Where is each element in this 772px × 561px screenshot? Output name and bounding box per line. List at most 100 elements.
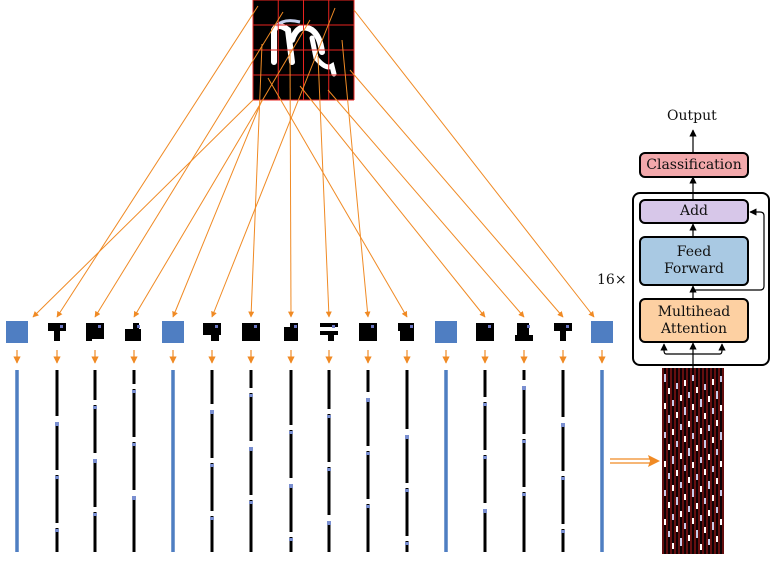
matrix-cell	[676, 526, 678, 532]
matrix-cell	[704, 527, 706, 533]
vector-highlight	[249, 501, 253, 504]
matrix-cell	[680, 424, 682, 430]
vector-highlight	[561, 530, 565, 533]
matrix-cell	[720, 434, 722, 440]
vector-gap	[366, 446, 370, 451]
vector-highlight	[483, 456, 487, 459]
vector-highlight	[327, 468, 331, 471]
vector-highlight	[132, 443, 136, 446]
matrix-cell	[696, 445, 698, 451]
matrix-cell	[692, 433, 694, 439]
fan-arrow	[287, 49, 294, 318]
matrix-cell	[700, 544, 702, 550]
matrix-cell	[720, 490, 722, 496]
vector-gap	[55, 416, 59, 421]
vector-highlight	[522, 440, 526, 443]
embedding-vectors	[15, 370, 604, 552]
vector-gap	[522, 380, 526, 385]
patch-pixel-highlight	[332, 325, 335, 328]
vector-gap	[132, 490, 136, 495]
matrix-cell	[668, 388, 670, 394]
fan-arrow	[299, 85, 486, 318]
matrix-cell	[716, 507, 718, 513]
patch-pixels	[328, 333, 334, 341]
fan-arrow	[248, 43, 263, 318]
vector-gap	[522, 487, 526, 492]
vector-gap	[405, 536, 409, 541]
matrix-cell	[692, 462, 694, 468]
matrix-cell	[712, 524, 714, 530]
vector-gap	[289, 478, 293, 483]
patch-to-token-arrows	[32, 5, 595, 318]
vector-gap	[327, 462, 331, 467]
fan-arrow	[341, 39, 371, 318]
vector-gap	[289, 532, 293, 537]
patch-pixels	[86, 323, 92, 341]
vector-highlight	[55, 422, 59, 425]
matrix-cell	[696, 387, 698, 393]
matrix-cell	[704, 442, 706, 448]
vector-highlight	[210, 464, 214, 467]
matrix-cell	[708, 425, 710, 431]
patch-pixel-highlight	[60, 325, 63, 328]
matrix-cell	[676, 441, 678, 447]
matrix-cell	[708, 539, 710, 545]
vector-highlight	[289, 431, 293, 434]
matrix-cell	[680, 540, 682, 546]
matrix-cell	[688, 450, 690, 456]
matrix-cell	[672, 429, 674, 435]
special-token	[435, 321, 457, 343]
matrix-cell	[680, 453, 682, 459]
output-label: Output	[667, 108, 717, 124]
matrix-cell	[684, 494, 686, 500]
matrix-cell	[700, 428, 702, 434]
matrix-cell	[684, 465, 686, 471]
vector-highlight	[289, 538, 293, 541]
patch-pixel-highlight	[254, 325, 257, 328]
patch-pixels	[320, 323, 338, 327]
matrix-cell	[684, 380, 686, 386]
fan-arrow	[211, 7, 336, 318]
vector-gap	[289, 425, 293, 430]
matrix-cell	[720, 376, 722, 382]
matrix-cell	[688, 421, 690, 427]
patch-pixel-highlight	[527, 325, 530, 328]
matrix-cell	[696, 503, 698, 509]
vector-gap	[483, 450, 487, 455]
special-token	[591, 321, 613, 343]
patch-token-ink	[320, 323, 338, 341]
matrix-cell	[712, 408, 714, 414]
vector-gap	[210, 511, 214, 516]
patch-token-ink	[242, 323, 260, 341]
matrix-cell	[676, 470, 678, 476]
vector-highlight	[249, 447, 253, 450]
patch-pixels	[476, 323, 494, 341]
fan-arrow	[327, 89, 525, 318]
sequence-to-matrix-arrow	[610, 455, 660, 467]
matrix-cell	[692, 518, 694, 524]
transformer-arrows	[660, 129, 765, 368]
vector-highlight	[483, 403, 487, 406]
matrix-cell	[664, 490, 666, 496]
fan-arrow	[56, 5, 259, 318]
patch-token-ink	[86, 323, 104, 341]
matrix-cell	[712, 466, 714, 472]
vector-gap	[327, 409, 331, 414]
patch-token-ink	[284, 323, 298, 341]
vector-highlight	[289, 484, 293, 487]
matrix-cell	[672, 458, 674, 464]
vector-highlight	[132, 496, 136, 499]
matrix-cell	[696, 416, 698, 422]
matrix-cell	[672, 400, 674, 406]
matrix-cell	[696, 474, 698, 480]
fan-arrow	[133, 19, 311, 318]
matrix-cell	[688, 392, 690, 398]
vector-highlight	[132, 390, 136, 393]
special-token	[162, 321, 184, 343]
fan-arrow	[32, 99, 254, 318]
patch-pixels	[125, 329, 141, 341]
matrix-cell	[680, 511, 682, 517]
matrix-cell	[716, 420, 718, 426]
matrix-cell	[700, 486, 702, 492]
